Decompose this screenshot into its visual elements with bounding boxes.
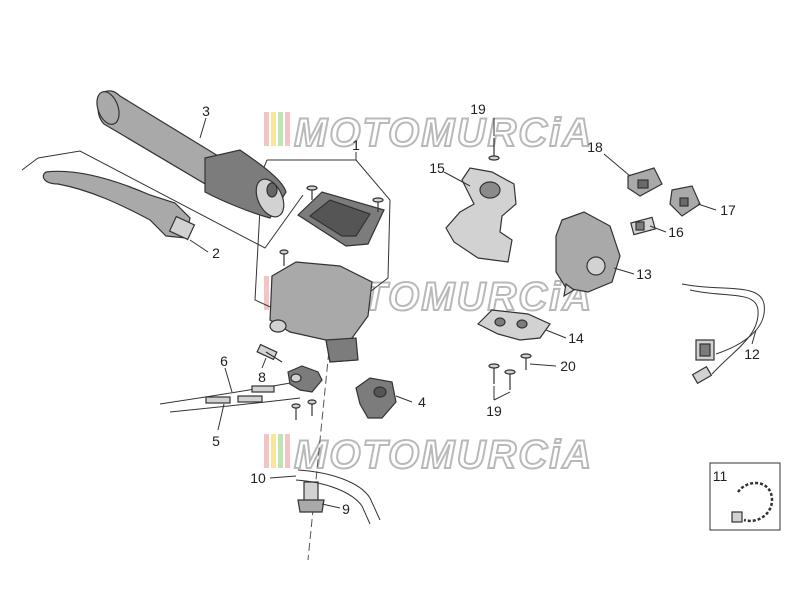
screw-top (488, 138, 500, 161)
callout-3: 3 (202, 103, 210, 119)
switch-plate (476, 309, 551, 341)
callout-10: 10 (250, 470, 266, 486)
callout-17: 17 (720, 202, 736, 218)
switch-housing-upper (445, 167, 517, 263)
callout-11: 11 (713, 468, 728, 484)
watermark-bottom: MOTOMURCiA (264, 432, 593, 478)
reservoir-cover (297, 191, 385, 247)
callout-12: 12 (744, 346, 760, 362)
switch-button-18 (627, 167, 663, 197)
callout-19-top: 19 (470, 101, 486, 117)
handlebar-clamp (355, 377, 397, 419)
callout-5: 5 (212, 433, 220, 449)
cover-screws (279, 185, 384, 266)
callout-2: 2 (212, 245, 220, 261)
callout-20: 20 (560, 358, 576, 374)
handlebar-grip (96, 90, 287, 219)
leader-lines (189, 117, 757, 509)
throttle-cables (159, 381, 301, 413)
callout-14: 14 (568, 330, 584, 346)
callout-9: 9 (342, 501, 350, 517)
callout-16: 16 (668, 224, 684, 240)
callout-15: 15 (429, 160, 445, 176)
master-cylinder (269, 261, 373, 363)
callout-19-bottom: 19 (486, 403, 502, 419)
callout-13: 13 (636, 266, 652, 282)
cable-tie-inset-box (709, 462, 781, 531)
bolt (297, 481, 325, 513)
lever-assembly-outline (37, 150, 304, 249)
callout-1: 1 (352, 137, 360, 153)
cable-tie (731, 481, 774, 523)
brake-lever (42, 170, 196, 241)
assembly-axis-line (307, 339, 331, 561)
switch-button-16 (630, 216, 656, 236)
callout-18: 18 (587, 139, 603, 155)
lever-assembly-outline (21, 157, 39, 171)
watermark-top: MOTOMURCiA (264, 110, 593, 156)
handlebar-tube (295, 469, 381, 525)
plate-screws (488, 353, 532, 390)
cable-clamp (287, 365, 323, 420)
callout-6: 6 (220, 353, 228, 369)
callout-8: 8 (258, 369, 266, 385)
switch-button-17 (669, 185, 701, 217)
watermark-text: MOTOMURCiA (294, 111, 593, 155)
callout-4: 4 (418, 394, 426, 410)
switch-housing-lower (555, 211, 621, 298)
brake-light-switch (256, 343, 283, 363)
watermark-text: MOTOMURCiA (294, 433, 593, 477)
wiring-harness (681, 283, 765, 385)
